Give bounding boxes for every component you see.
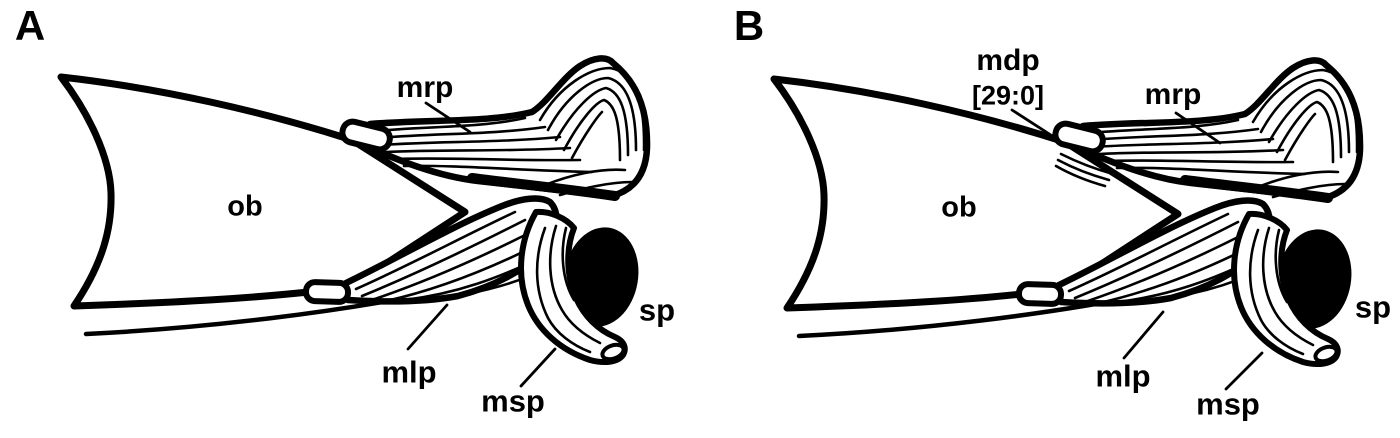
panel-b-drawing [774,60,1360,364]
leader-line-mlp-b [1122,310,1165,360]
mdp-slip [1054,152,1115,188]
leader-line-mrp-b [1174,111,1222,145]
panel-b-letter: B [733,2,765,49]
leader-line-mdp-b [1010,108,1059,141]
panel-b-label-ob: ob [941,191,977,224]
panel-a-letter: A [14,2,46,49]
panel-a-label-msp: msp [481,383,545,419]
leader-line-msp-a [519,347,557,388]
panel-b-label-mdp-state: [29:0] [971,80,1045,111]
leader-line-mrp-a [424,101,472,134]
panel-b-label-mdp: mdp [976,44,1040,77]
panel-b-label-mlp: mlp [1095,358,1151,394]
panel-b-label-msp: msp [1196,386,1260,422]
panel-b-label-mrp: mrp [1144,78,1202,111]
panel-a-label-mrp: mrp [396,71,454,104]
panel-a-drawing [61,58,647,362]
panel-b-label-sp: sp [1354,289,1392,325]
leader-line-msp-b [1224,351,1264,391]
panel-a-label-ob: ob [227,190,263,223]
leader-line-mlp-a [406,303,449,351]
panel-a-label-mlp: mlp [381,354,437,390]
panel-a-label-sp: sp [638,292,676,328]
